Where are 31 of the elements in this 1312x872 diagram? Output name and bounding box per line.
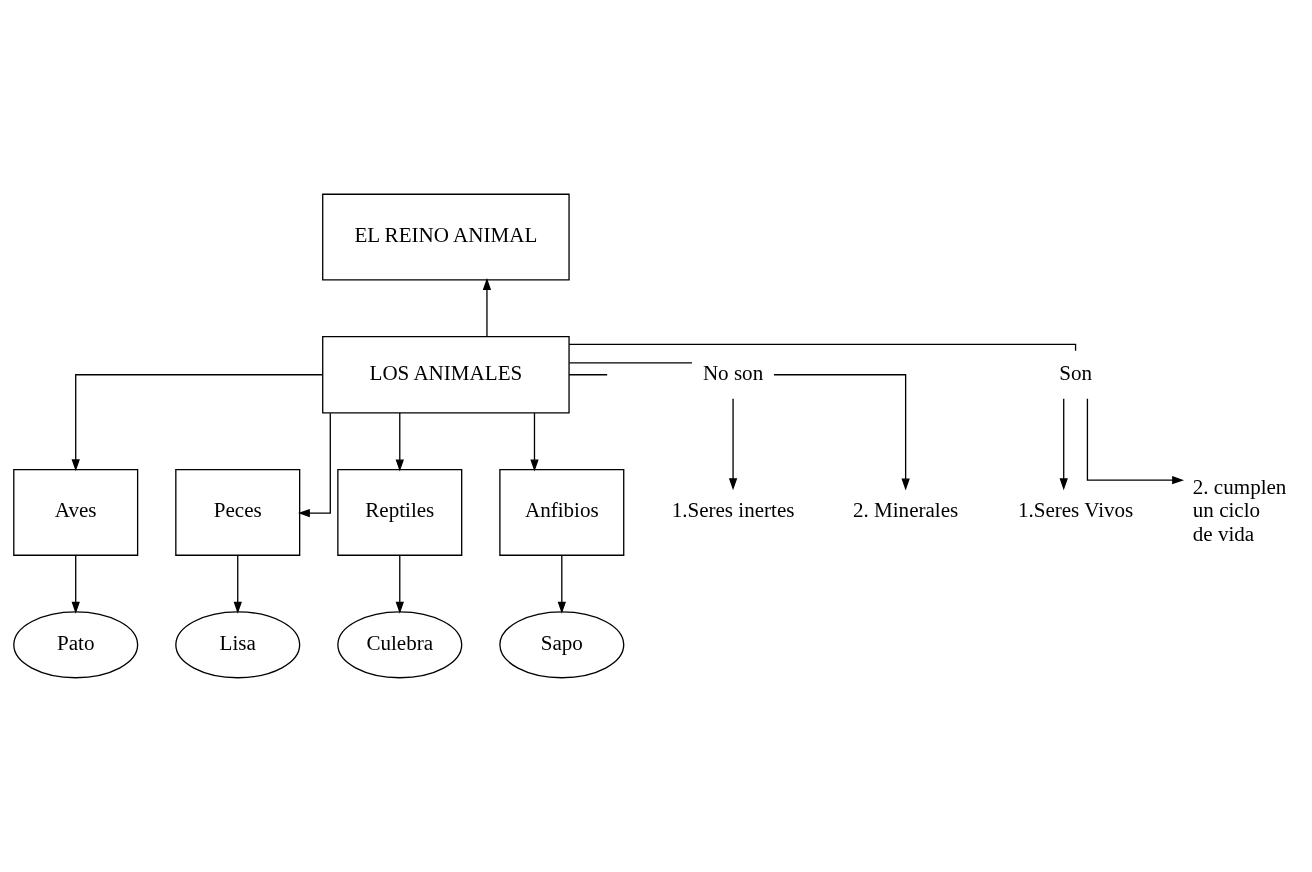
node-text: 2. Minerales xyxy=(852,498,959,523)
connector xyxy=(568,362,693,364)
arrow xyxy=(395,554,404,614)
node-ellipse: Pato xyxy=(13,611,139,679)
arrow xyxy=(71,374,324,472)
node-text: 1.Seres inertes xyxy=(671,498,795,523)
node-ellipse: Lisa xyxy=(175,611,301,679)
arrow xyxy=(233,554,242,614)
node-ellipse: Culebra xyxy=(337,611,463,679)
arrow xyxy=(773,374,910,491)
arrow xyxy=(1059,398,1068,491)
node-box: EL REINO ANIMAL xyxy=(322,193,570,281)
node-text: Son xyxy=(1059,360,1092,385)
arrow xyxy=(1086,398,1184,485)
arrow xyxy=(71,554,80,614)
node-box: Peces xyxy=(175,468,301,556)
arrow xyxy=(298,412,331,518)
node-text: 2. cumplen un ciclo de vida xyxy=(1192,474,1287,547)
arrow xyxy=(482,278,492,338)
arrow xyxy=(557,554,566,614)
arrow xyxy=(395,412,404,472)
arrow xyxy=(530,412,539,472)
connector xyxy=(568,374,608,376)
arrow xyxy=(728,398,738,491)
node-text: No son xyxy=(702,360,764,385)
node-box: Anfibios xyxy=(499,468,625,556)
node-text: 1.Seres Vivos xyxy=(1017,498,1134,523)
node-box: Reptiles xyxy=(337,468,463,556)
node-box: Aves xyxy=(13,468,139,556)
node-box: LOS ANIMALES xyxy=(322,335,570,414)
node-ellipse: Sapo xyxy=(499,611,625,679)
